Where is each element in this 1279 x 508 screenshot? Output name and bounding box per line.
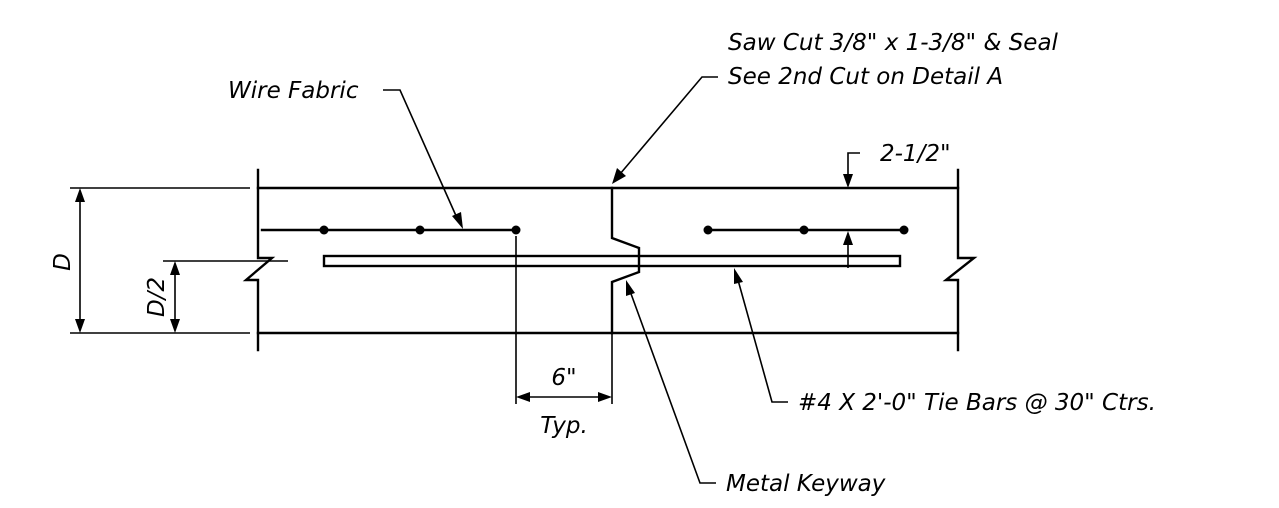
left-break-line: [242, 168, 276, 352]
tie-bar-callout: #4 X 2'-0" Tie Bars @ 30" Ctrs.: [734, 268, 1156, 416]
leader-line: [847, 152, 860, 176]
metal-keyway-label: Metal Keyway: [726, 471, 886, 497]
spacing-typ-label: Typ.: [540, 413, 588, 439]
arrowhead: [626, 280, 635, 296]
cover-label: 2-1/2": [880, 141, 951, 167]
arrowhead: [170, 261, 180, 275]
cover-dimension: 2-1/2": [843, 141, 951, 268]
wire-dot: [899, 225, 909, 235]
arrowhead: [170, 319, 180, 333]
tie-bar-label: #4 X 2'-0" Tie Bars @ 30" Ctrs.: [798, 390, 1156, 416]
wire-dot: [511, 225, 521, 235]
arrowhead: [612, 168, 626, 184]
metal-keyway-callout: Metal Keyway: [626, 280, 886, 497]
arrowhead: [516, 392, 530, 402]
wire-fabric-callout: Wire Fabric: [228, 78, 463, 229]
wire-fabric-label: Wire Fabric: [228, 78, 359, 104]
wire-dot: [799, 225, 809, 235]
half-depth-label: D/2: [144, 277, 170, 317]
arrowhead: [598, 392, 612, 402]
slab-outline: [242, 168, 978, 352]
tie-bar: [322, 254, 902, 268]
spacing-value-label: 6": [551, 365, 576, 391]
depth-dimension: D: [50, 187, 250, 334]
leader-line: [383, 89, 458, 219]
saw-cut-label-line2: See 2nd Cut on Detail A: [728, 64, 1003, 90]
arrowhead: [843, 231, 853, 245]
arrowhead: [843, 174, 853, 188]
arrowhead: [734, 268, 743, 284]
arrowhead: [452, 212, 463, 229]
spacing-dimension: 6" Typ.: [515, 236, 613, 439]
saw-cut-label-line1: Saw Cut 3/8" x 1-3/8" & Seal: [728, 30, 1059, 56]
keyway-joint-line: [610, 186, 641, 335]
arrowhead: [75, 188, 85, 202]
depth-label: D: [50, 253, 76, 271]
arrowhead: [75, 319, 85, 333]
wire-fabric: [260, 225, 909, 235]
saw-cut-callout: Saw Cut 3/8" x 1-3/8" & Seal See 2nd Cut…: [612, 30, 1059, 184]
leader-line: [619, 76, 718, 175]
wire-dot: [319, 225, 329, 235]
right-break-line: [942, 168, 978, 352]
wire-dot: [415, 225, 425, 235]
half-depth-dimension: D/2: [144, 260, 288, 333]
wire-dot: [703, 225, 713, 235]
leader-line: [629, 290, 716, 484]
leader-line: [737, 279, 788, 403]
